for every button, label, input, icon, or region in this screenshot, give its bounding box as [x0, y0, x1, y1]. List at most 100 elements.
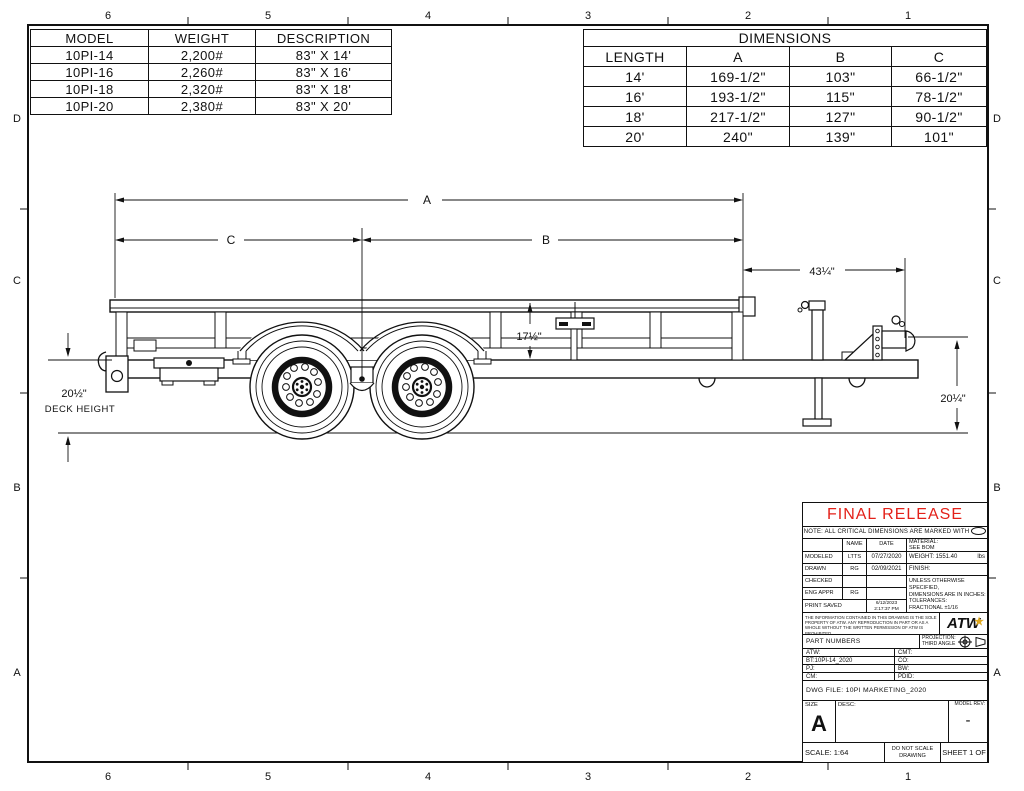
dim-label-hitch-height: 20¼": [940, 393, 965, 405]
approval-date: [867, 588, 907, 600]
approval-date: 07/27/2020: [867, 552, 907, 564]
toolbox-step: [153, 357, 225, 386]
dims-table-cell: 16': [583, 86, 687, 107]
model-table-cell: 10PI-14: [30, 46, 149, 64]
model-table: MODEL WEIGHT DESCRIPTION 10PI-14 2,200# …: [30, 29, 392, 115]
approval-label: DRAWN: [803, 564, 843, 576]
approval-name: LTTS: [843, 552, 867, 564]
dimension-annotations: [48, 193, 968, 462]
dims-table-header: B: [789, 46, 892, 67]
suspension-equalizer: [349, 366, 375, 392]
dim-label-deck-height: 20½": [61, 388, 86, 400]
zone-row: A: [993, 667, 1001, 679]
stake-pocket: [555, 302, 595, 361]
zone-col: 4: [425, 10, 431, 22]
zone-col: 2: [745, 771, 751, 783]
projection-label: PROJECTION:: [922, 635, 956, 642]
dims-table-cell: 66-1/2": [891, 66, 987, 87]
approval-label: PRINT SAVED: [803, 600, 867, 613]
dim-label-b: B: [542, 233, 550, 247]
zone-row: A: [13, 667, 21, 679]
spec-line: TOLERANCES:: [909, 598, 947, 605]
do-not-scale-line: DRAWING: [899, 752, 926, 759]
zone-col: 5: [265, 10, 271, 22]
dims-table-header: C: [891, 46, 987, 67]
tongue-jack: [797, 300, 832, 427]
dimensions-table: DIMENSIONS LENGTH A B C 14' 169-1/2" 103…: [583, 29, 987, 147]
field-pj: PJ:: [803, 665, 895, 673]
note-text: NOTE: ALL CRITICAL DIMENSIONS ARE MARKED…: [803, 529, 970, 535]
dim-label-tongue: 43¼": [809, 266, 834, 278]
title-block: FINAL RELEASE NOTE: ALL CRITICAL DIMENSI…: [802, 502, 988, 762]
print-saved-timestamp: 6/12/2023 2:17:37 PM: [867, 600, 907, 613]
field-cmt: CMT:: [895, 649, 987, 657]
legal-notice: THE INFORMATION CONTAINED IN THIS DRAWIN…: [803, 613, 940, 635]
table-row: LENGTH A B C: [583, 46, 987, 67]
table-row: DIMENSIONS: [583, 29, 987, 47]
panel-notch: [133, 339, 157, 352]
model-table-cell: 2,380#: [148, 97, 256, 115]
atw-logo: ATW★: [940, 613, 987, 635]
field-bt: BT:10PI-14_2020: [803, 657, 895, 665]
zone-row: B: [993, 482, 1000, 494]
zone-col: 2: [745, 10, 751, 22]
model-table-header: MODEL: [30, 29, 149, 47]
model-table-header: WEIGHT: [148, 29, 256, 47]
model-table-cell: 83" X 18': [255, 80, 392, 98]
field-co: CO:: [895, 657, 987, 665]
wheel-front: [369, 334, 475, 440]
projection-label: THIRD ANGLE: [922, 641, 956, 647]
rear-corner-bracket: [105, 355, 129, 393]
approval-name: RG: [843, 588, 867, 600]
weight-value: WEIGHT: 1551.40: [909, 554, 958, 560]
approval-label: CHECKED: [803, 576, 843, 588]
table-row: 10PI-16 2,260# 83" X 16': [30, 63, 392, 81]
model-table-cell: 2,200#: [148, 46, 256, 64]
finish-cell: FINISH:: [907, 564, 987, 576]
dims-table-cell: 127": [789, 106, 892, 127]
part-numbers-header: PART NUMBERS: [803, 635, 920, 649]
model-table-cell: 83" X 20': [255, 97, 392, 115]
side-post: [214, 311, 227, 349]
side-post: [489, 311, 502, 349]
approval-name: RG: [843, 564, 867, 576]
approval-date: 02/09/2021: [867, 564, 907, 576]
dims-table-cell: 103": [789, 66, 892, 87]
print-saved-time: 2:17:37 PM: [874, 606, 899, 612]
material-label: MATERIAL:: [909, 539, 939, 545]
approval-cell: [803, 539, 843, 552]
table-row: 10PI-18 2,320# 83" X 18': [30, 80, 392, 98]
spec-line: FRACTIONAL ±1/16: [909, 605, 958, 612]
deck-height-caption: DECK HEIGHT: [45, 404, 115, 415]
model-table-cell: 10PI-20: [30, 97, 149, 115]
dims-table-cell: 90-1/2": [891, 106, 987, 127]
dims-table-cell: 139": [789, 126, 892, 147]
model-table-cell: 2,260#: [148, 63, 256, 81]
zone-col: 4: [425, 771, 431, 783]
desc-cell: DESC:: [836, 701, 949, 743]
zone-col: 3: [585, 771, 591, 783]
deck-top-rail: [109, 299, 744, 313]
do-not-scale-cell: DO NOT SCALE DRAWING: [885, 743, 941, 762]
side-post: [115, 311, 128, 361]
sheet-cell: SHEET 1 OF 1: [941, 743, 987, 762]
weight-cell: WEIGHT: 1551.40 lbs: [907, 552, 987, 564]
projection-cell: PROJECTION: THIRD ANGLE: [920, 635, 987, 649]
zone-col: 6: [105, 771, 111, 783]
approval-label: ENG APPR: [803, 588, 843, 600]
dwg-file: DWG FILE: 10PI MARKETING_2020: [803, 681, 987, 701]
dims-table-cell: 169-1/2": [686, 66, 790, 87]
size-label: SIZE: [805, 702, 818, 708]
approval-name: [843, 576, 867, 588]
critical-dimension-oval-icon: [971, 527, 987, 536]
field-bw: BW:: [895, 665, 987, 673]
dims-table-cell: 217-1/2": [686, 106, 790, 127]
dims-table-header: LENGTH: [583, 46, 687, 67]
field-cm: CM:: [803, 673, 895, 681]
table-row: 10PI-20 2,380# 83" X 20': [30, 97, 392, 115]
weight-unit: lbs: [977, 554, 985, 560]
material-cell: MATERIAL: SEE BOM: [907, 539, 987, 552]
material-value: SEE BOM: [909, 544, 935, 551]
zone-row: C: [13, 275, 21, 287]
